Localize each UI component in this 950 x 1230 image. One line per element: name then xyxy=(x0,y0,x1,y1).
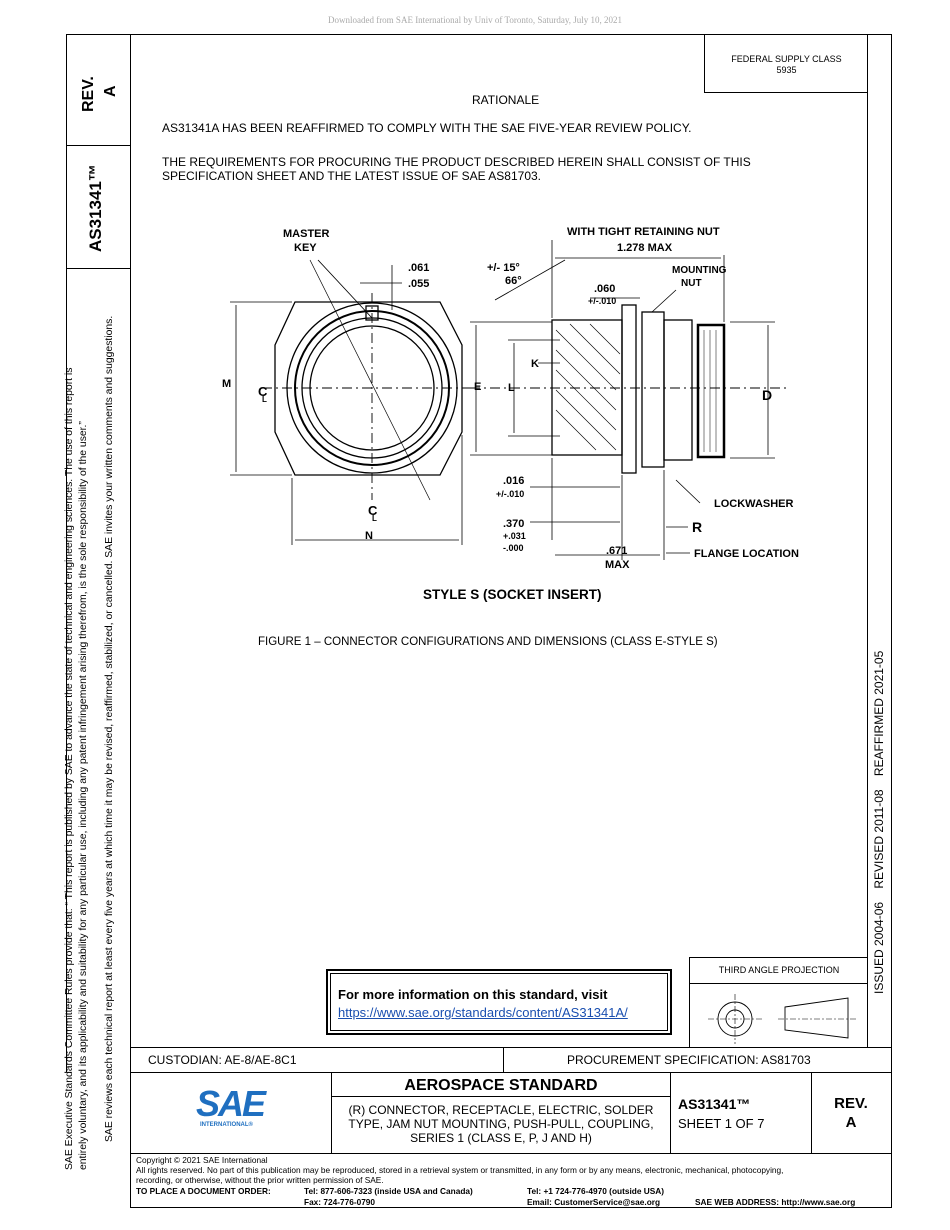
dim-370: .370 xyxy=(503,518,524,530)
dim-nut: NUT xyxy=(681,278,702,289)
coupling-body xyxy=(663,319,693,461)
label-k: K xyxy=(531,358,539,370)
sae-notice-line3: SAE reviews each technical report at lea… xyxy=(104,315,115,1142)
sae-notice-line1: SAE Executive Standards Committee Rules … xyxy=(64,367,75,1170)
style-title: STYLE S (SOCKET INSERT) xyxy=(423,587,602,602)
title-rev-value: A xyxy=(845,1114,857,1131)
dim-master-key-2: KEY xyxy=(294,242,317,254)
aerospace-standard: AEROSPACE STANDARD xyxy=(404,1077,598,1094)
label-m: M xyxy=(222,378,231,390)
left-rev-value: A xyxy=(102,85,119,97)
sheet-number: SHEET 1 OF 7 xyxy=(678,1116,765,1131)
projection-box: THIRD ANGLE PROJECTION xyxy=(689,957,868,1048)
requirements-line1: THE REQUIREMENTS FOR PROCURING THE PRODU… xyxy=(162,155,751,169)
copyright: Copyright © 2021 SAE International xyxy=(136,1155,268,1165)
dim-tol-016: +/-.010 xyxy=(496,489,524,499)
dim-tol-370a: +.031 xyxy=(503,531,526,541)
frame-top xyxy=(66,34,892,35)
label-d: D xyxy=(762,387,772,403)
receptacle-shell xyxy=(551,319,623,456)
knurled-ring xyxy=(696,323,726,459)
procurement-spec: PROCUREMENT SPECIFICATION: AS81703 xyxy=(567,1053,811,1067)
figure-caption: FIGURE 1 – CONNECTOR CONFIGURATIONS AND … xyxy=(258,636,718,648)
projection-label: THIRD ANGLE PROJECTION xyxy=(718,965,840,975)
sae-logo: SAE INTERNATIONAL® xyxy=(196,1086,276,1134)
dim-055: .055 xyxy=(408,278,429,290)
label-e: E xyxy=(474,381,481,393)
frame-right xyxy=(891,34,892,1208)
sae-logo-subtitle: INTERNATIONAL® xyxy=(200,1122,253,1128)
dim-tol-010: +/-.010 xyxy=(588,296,616,306)
hex-nut-outline xyxy=(274,301,463,476)
dim-671: .671 xyxy=(606,545,627,557)
title-desc-line1: (R) CONNECTOR, RECEPTACLE, ELECTRIC, SOL… xyxy=(348,1103,654,1117)
connector-drawing: MASTER KEY .061 .055 +/- 15° 66° .060 +/… xyxy=(222,226,799,602)
dim-tol-370b: -.000 xyxy=(503,543,524,553)
standard-link[interactable]: https://www.sae.org/standards/content/AS… xyxy=(338,1005,628,1020)
label-cl-front-sub: L xyxy=(262,395,267,404)
federal-supply-value: 5935 xyxy=(776,65,797,75)
label-l: L xyxy=(508,382,515,394)
custodian: CUSTODIAN: AE-8/AE-8C1 xyxy=(148,1053,297,1067)
dim-1278-max: 1.278 MAX xyxy=(617,242,673,254)
sae-notice-line2: entirely voluntary, and its applicabilit… xyxy=(78,421,89,1170)
label-n: N xyxy=(365,530,373,542)
rationale-text: AS31341A HAS BEEN REAFFIRMED TO COMPLY W… xyxy=(162,121,692,135)
info-box-title: For more information on this standard, v… xyxy=(338,987,608,1002)
dim-016: .016 xyxy=(503,475,524,487)
dim-master-key: MASTER xyxy=(283,228,330,240)
order-label: TO PLACE A DOCUMENT ORDER: xyxy=(136,1186,271,1196)
title-rev-label: REV. xyxy=(834,1095,868,1112)
title-desc-line3: SERIES 1 (CLASS E, P, J AND H) xyxy=(410,1131,592,1145)
frame-left xyxy=(66,34,67,1072)
label-cl-bottom-sub: L xyxy=(372,514,377,523)
web-address[interactable]: SAE WEB ADDRESS: http://www.sae.org xyxy=(695,1197,856,1207)
rights-line2: recording, or otherwise, without the pri… xyxy=(136,1175,384,1185)
label-flange-location: FLANGE LOCATION xyxy=(694,548,799,560)
strip-divider-left xyxy=(130,34,131,1208)
third-angle-symbol-icon xyxy=(708,994,858,1044)
title-doc-id: AS31341™ xyxy=(678,1096,751,1112)
rationale-title: RATIONALE xyxy=(472,93,540,107)
mounting-flange xyxy=(621,304,637,474)
email[interactable]: Email: CustomerService@sae.org xyxy=(527,1197,661,1207)
rights-line1: All rights reserved. No part of this pub… xyxy=(136,1165,784,1175)
left-doc-id: AS31341™ xyxy=(86,164,105,252)
dim-061: .061 xyxy=(408,262,429,274)
title-desc-line2: TYPE, JAM NUT MOUNTING, PUSH-PULL, COUPL… xyxy=(348,1117,654,1131)
label-r: R xyxy=(692,519,702,535)
label-lockwasher: LOCKWASHER xyxy=(714,498,794,510)
mounting-nut xyxy=(641,311,665,468)
dim-671-max: MAX xyxy=(605,559,630,571)
fax: Fax: 724-776-0790 xyxy=(304,1197,376,1207)
tel-outside: Tel: +1 724-776-4970 (outside USA) xyxy=(527,1186,665,1196)
download-note: Downloaded from SAE International by Uni… xyxy=(327,15,623,25)
dim-angle-66: 66° xyxy=(505,275,522,287)
doc-id-box-bottom xyxy=(66,268,130,269)
dim-060: .060 xyxy=(594,283,615,295)
label-cl-front: C xyxy=(258,384,268,399)
federal-supply-box: FEDERAL SUPPLY CLASS 5935 xyxy=(704,34,868,93)
info-box: For more information on this standard, v… xyxy=(326,969,672,1035)
dim-mounting: MOUNTING xyxy=(672,265,727,276)
strip-divider-right xyxy=(867,34,868,1047)
rev-box-bottom xyxy=(66,145,130,146)
revision-history: ISSUED 2004-06 REVISED 2011-08 REAFFIRME… xyxy=(872,650,886,994)
federal-supply-label: FEDERAL SUPPLY CLASS xyxy=(731,54,842,64)
left-rev-label: REV. xyxy=(80,76,97,112)
tel-usa: Tel: 877-606-7323 (inside USA and Canada… xyxy=(304,1186,473,1196)
requirements-line2: SPECIFICATION SHEET AND THE LATEST ISSUE… xyxy=(162,169,542,183)
dim-with-tight: WITH TIGHT RETAINING NUT xyxy=(567,226,720,238)
dim-tol-15: +/- 15° xyxy=(487,262,520,274)
sae-logo-text: SAE xyxy=(196,1083,266,1124)
label-cl-bottom: C xyxy=(368,503,378,518)
